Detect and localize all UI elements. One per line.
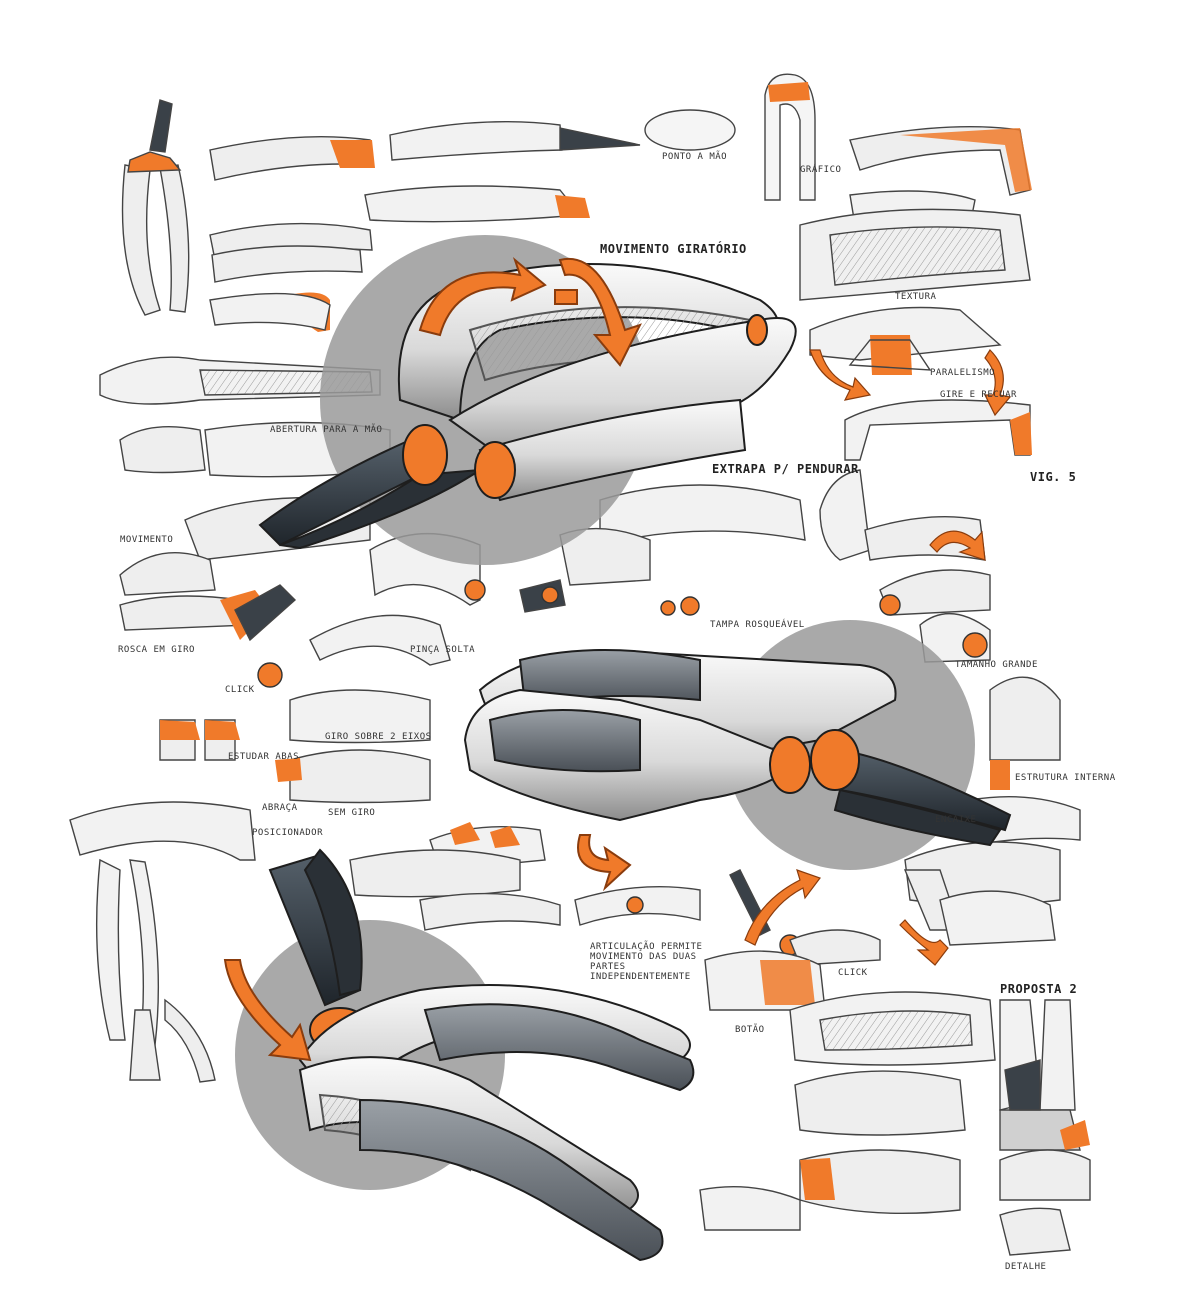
annotation-estrutura: Estrutura interna bbox=[1015, 773, 1116, 783]
annotation-vig: Vig. 5 bbox=[1030, 470, 1077, 484]
annotation-posicao: Posicionador bbox=[252, 828, 324, 838]
annotation-textura: Textura bbox=[895, 292, 937, 302]
annotation-botao: Botão bbox=[735, 1025, 765, 1035]
annotation-movimento: Movimento Giratório bbox=[600, 242, 747, 256]
annotation-tampa: Tampa rosqueável bbox=[710, 620, 805, 630]
annotation-movimento-2: Movimento bbox=[120, 535, 174, 545]
annotation-paralelismo: Paralelismo bbox=[930, 368, 996, 378]
annotation-proposta: Proposta 2 bbox=[1000, 982, 1078, 996]
annotation-estudar: Estudar abas bbox=[228, 752, 300, 762]
annotation-click-2: Click bbox=[838, 968, 868, 978]
thumbnail-sketches bbox=[69, 73, 1091, 1256]
annotation-pinca: Pinça solta bbox=[410, 645, 476, 655]
annotation-sem-giro: Sem giro bbox=[328, 808, 376, 818]
annotation-ponto: Ponto a mão bbox=[662, 152, 728, 162]
hero-pliers-side bbox=[463, 648, 1012, 892]
annotation-encaixe: Encaixe bbox=[935, 815, 977, 825]
annotation-rosca: Rosca em giro bbox=[118, 645, 195, 655]
annotation-abraca: Abraça bbox=[262, 803, 298, 813]
annotation-articulacao: Articulação permite movimento das duas p… bbox=[590, 942, 703, 982]
thumb-pliers-topleft bbox=[121, 99, 190, 316]
hero-pliers-rotating bbox=[258, 256, 797, 550]
annotation-extrapa: Extrapa p/ pendurar bbox=[712, 462, 859, 476]
annotation-gire: Gire e recuar bbox=[940, 390, 1017, 400]
annotation-abertura: Abertura para a mão bbox=[270, 425, 383, 435]
hero-pliers-open bbox=[223, 848, 695, 1262]
annotation-tamanho: Tamanho grande bbox=[955, 660, 1038, 670]
annotation-detalhe: Detalhe bbox=[1005, 1262, 1047, 1272]
annotation-giro: Giro sobre 2 eixos bbox=[325, 732, 432, 742]
thumb-arrows bbox=[744, 349, 1012, 966]
annotation-click-1: Click bbox=[225, 685, 255, 695]
annotation-grafico: Gráfico bbox=[800, 165, 842, 175]
